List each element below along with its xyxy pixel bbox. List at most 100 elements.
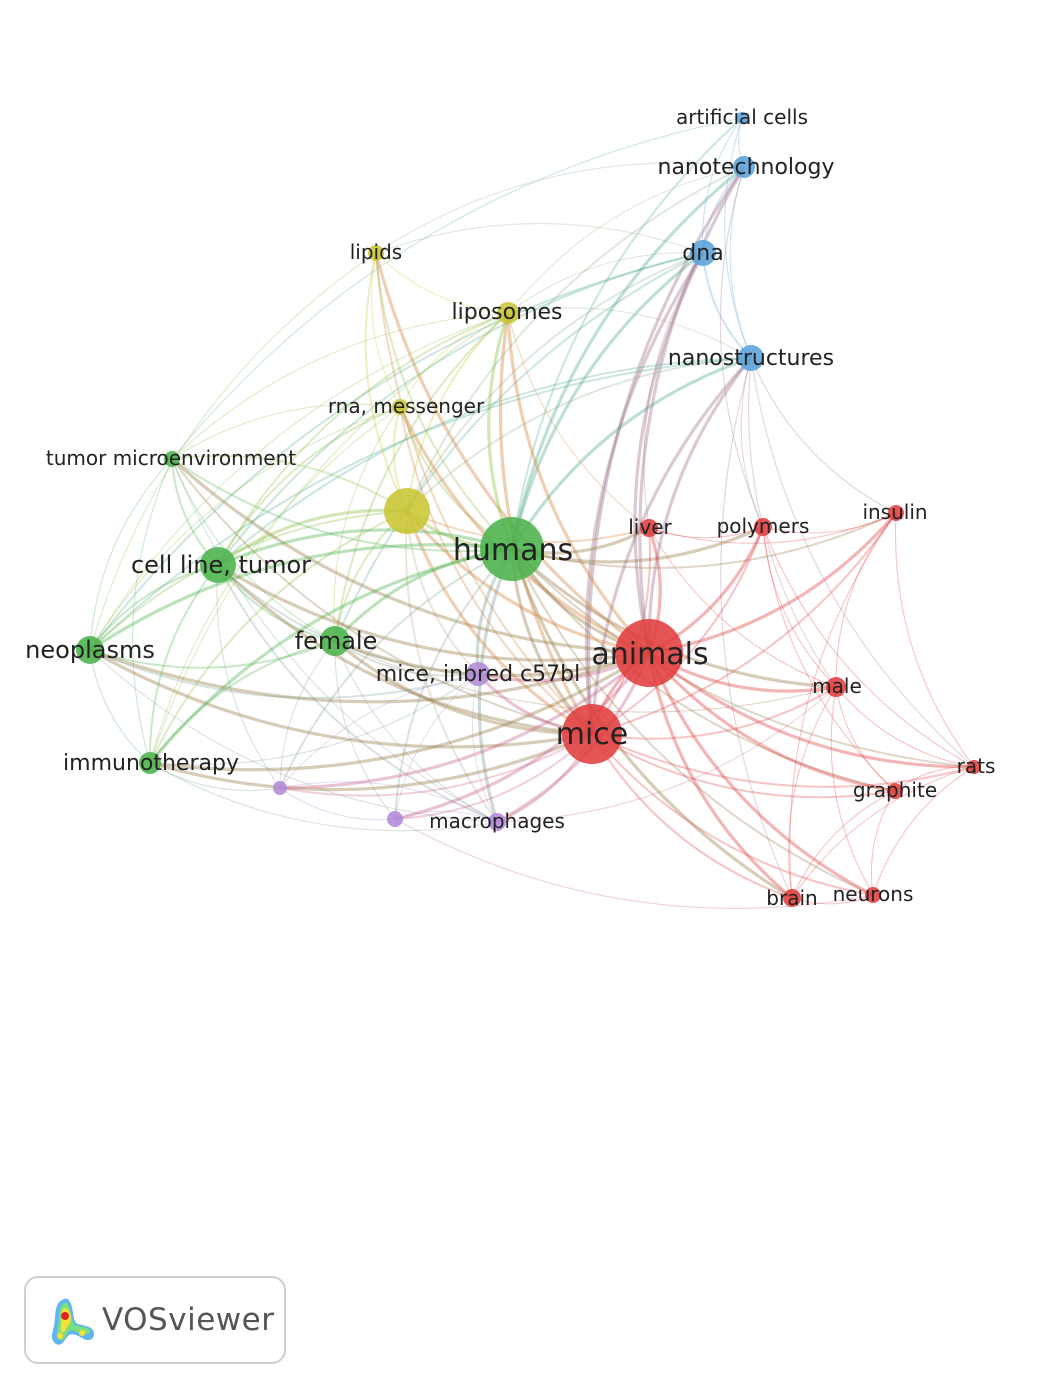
node-macrophages[interactable] <box>488 813 506 831</box>
network-links <box>89 117 975 909</box>
link-male-neurons <box>830 686 874 896</box>
link-polymers-graphite <box>762 526 896 792</box>
node-lipids[interactable] <box>368 245 384 261</box>
node-label-nanostructures: nanostructures <box>668 346 834 371</box>
node-neoplasms[interactable] <box>76 636 104 664</box>
link-rats-neurons <box>872 766 975 896</box>
link-lipids-neoplasms <box>89 252 377 651</box>
node-label-animals: animals <box>591 637 708 672</box>
link-humans-neoplasms <box>89 543 513 652</box>
node-label-humans: humans <box>453 533 573 568</box>
link-animals-insulin <box>648 511 898 655</box>
link-dna-female <box>334 252 704 642</box>
node-insulin[interactable] <box>888 505 904 521</box>
node-purple-a[interactable] <box>273 781 287 795</box>
link-cell-line-tumor-immunotherapy <box>148 564 219 764</box>
link-polymers-male <box>762 526 837 688</box>
node-dna[interactable] <box>690 240 716 266</box>
node-animals[interactable] <box>615 619 683 687</box>
link-immunotherapy-mice-inbred-c57bl <box>149 673 479 766</box>
link-artificial-cells-humans <box>511 117 743 550</box>
node-label-tumor-microenvironment: tumor microenvironment <box>46 446 296 470</box>
link-nanostructures-yellow-hub <box>406 357 752 512</box>
node-label-liposomes: liposomes <box>452 300 563 325</box>
node-brain[interactable] <box>783 889 801 907</box>
node-nanostructures[interactable] <box>738 345 764 371</box>
node-artificial-cells[interactable] <box>736 112 748 124</box>
link-yellow-hub-mice <box>405 510 593 736</box>
link-nanotechnology-humans <box>510 165 746 550</box>
node-label-liver: liver <box>628 515 672 539</box>
link-rna-messenger-cell-line-tumor <box>217 406 401 566</box>
node-male[interactable] <box>826 677 846 697</box>
node-neurons[interactable] <box>865 887 881 903</box>
node-cell-line-tumor[interactable] <box>200 547 236 583</box>
link-rna-messenger-mice <box>399 406 593 735</box>
node-rna-messenger[interactable] <box>392 399 408 415</box>
link-artificial-cells-dna <box>701 117 743 254</box>
node-liposomes[interactable] <box>497 302 519 324</box>
link-dna-liposomes <box>507 252 704 314</box>
link-tumor-microenvironment-macrophages <box>171 458 498 823</box>
link-yellow-hub-animals <box>405 509 650 655</box>
node-nanotechnology[interactable] <box>733 156 755 178</box>
link-yellow-hub-macrophages <box>404 510 498 823</box>
node-graphite[interactable] <box>887 783 903 799</box>
node-immunotherapy[interactable] <box>139 752 161 774</box>
link-mice-male <box>591 686 837 740</box>
link-female-mice <box>333 639 593 736</box>
link-yellow-hub-neoplasms <box>89 510 408 651</box>
link-liposomes-rna-messenger <box>399 312 509 408</box>
link-graphite-brain <box>791 790 896 899</box>
link-lipids-liposomes <box>375 252 509 314</box>
link-nanotechnology-nanostructures <box>729 166 752 359</box>
node-tumor-microenvironment[interactable] <box>164 451 180 467</box>
link-insulin-rats <box>894 512 975 768</box>
node-mice-inbred-c57bl[interactable] <box>466 662 490 686</box>
node-polymers[interactable] <box>754 518 772 536</box>
link-humans-cell-line-tumor <box>217 528 513 567</box>
link-mice-inbred-c57bl-purple-b <box>394 673 479 820</box>
node-label-neoplasms: neoplasms <box>25 636 155 664</box>
link-neoplasms-female <box>89 640 336 669</box>
node-female[interactable] <box>320 626 350 656</box>
network-nodes <box>76 112 981 907</box>
link-liposomes-cell-line-tumor <box>217 312 509 566</box>
node-mice[interactable] <box>562 704 622 764</box>
link-liposomes-animals <box>506 312 651 655</box>
link-neoplasms-immunotherapy <box>89 649 151 764</box>
link-animals-rats <box>647 651 975 769</box>
node-purple-b[interactable] <box>387 811 403 827</box>
link-tumor-microenvironment-female <box>171 458 336 642</box>
link-purple-b-animals <box>394 652 651 821</box>
link-graphite-neurons <box>870 790 896 896</box>
link-cell-line-tumor-purple-a <box>216 564 281 789</box>
node-yellow-hub[interactable] <box>384 488 430 534</box>
node-rats[interactable] <box>967 760 981 774</box>
node-liver[interactable] <box>640 519 658 537</box>
link-artificial-cells-tumor-microenvironment <box>171 117 743 460</box>
link-male-brain <box>788 686 837 899</box>
node-humans[interactable] <box>480 517 544 581</box>
link-liver-male <box>648 527 837 688</box>
link-nanotechnology-lipids <box>375 162 745 254</box>
link-mice-polymers <box>591 526 764 735</box>
link-mice-inbred-c57bl-purple-a <box>279 673 479 789</box>
link-rna-messenger-immunotherapy <box>149 406 401 764</box>
link-lipids-humans <box>375 252 513 550</box>
link-dna-yellow-hub <box>406 252 704 512</box>
link-purple-a-purple-b <box>279 787 396 821</box>
link-mice-insulin <box>591 512 897 735</box>
link-rna-messenger-female <box>333 406 401 642</box>
link-liposomes-yellow-hub <box>406 312 509 512</box>
link-nanotechnology-animals <box>638 166 746 654</box>
link-dna-neoplasms <box>89 252 704 651</box>
link-nanostructures-mice <box>590 356 753 735</box>
link-insulin-brain <box>789 512 897 899</box>
node-label-neurons: neurons <box>833 882 914 906</box>
link-liposomes-immunotherapy <box>149 312 509 764</box>
link-mice-rats <box>591 733 975 788</box>
link-nanotechnology-yellow-hub <box>406 166 745 512</box>
link-nanotechnology-liposomes <box>507 166 745 314</box>
link-liposomes-liver <box>507 312 650 529</box>
